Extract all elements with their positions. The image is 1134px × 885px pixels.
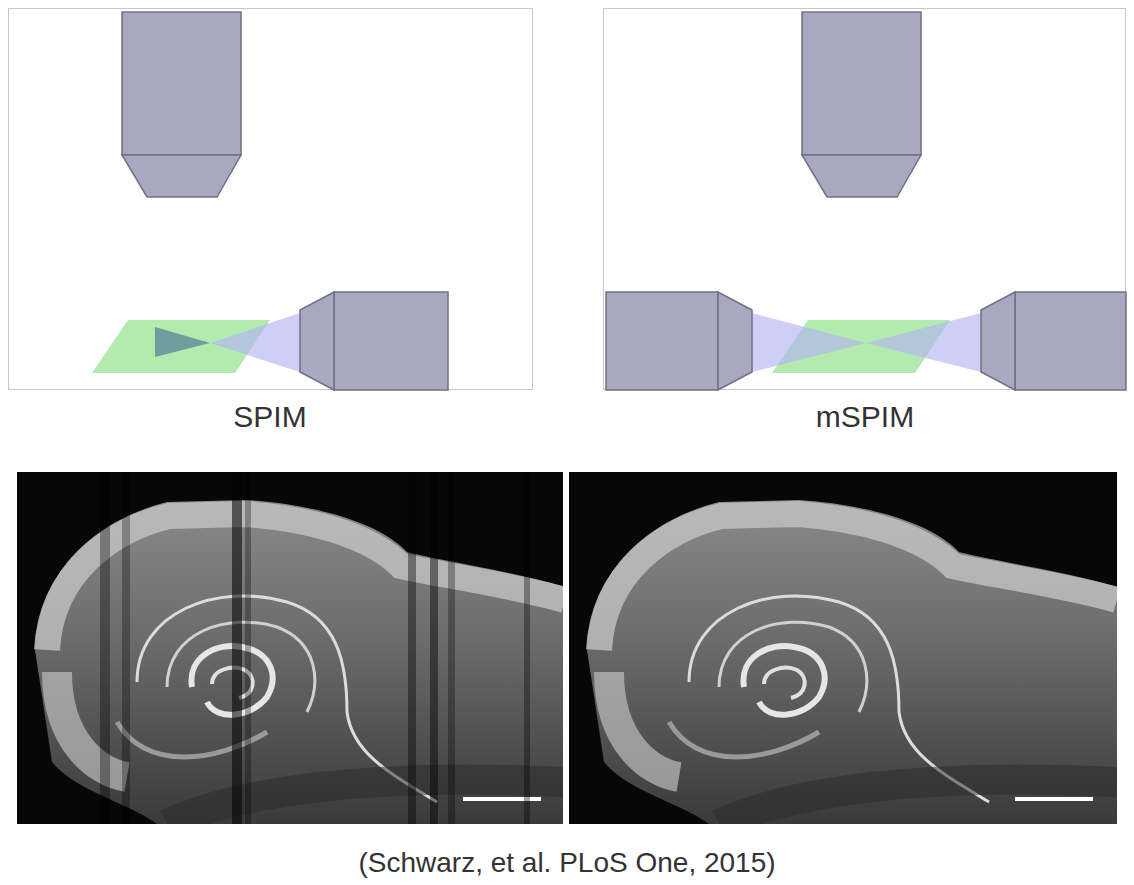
panel-label: SPIM (233, 400, 306, 434)
illumination-objective (981, 292, 1126, 390)
diverging-beam (155, 327, 210, 357)
detection-objective (802, 12, 921, 197)
micrograph-spim (17, 472, 563, 824)
illumination-cone (210, 313, 300, 372)
figure-caption: (Schwarz, et al. PLoS One, 2015) (358, 847, 775, 879)
detection-objective (122, 12, 241, 197)
illumination-objective (606, 292, 752, 390)
illumination-cone (752, 313, 866, 372)
micrograph-mspim (569, 472, 1117, 824)
panel-label: mSPIM (816, 400, 914, 434)
panel-frame (9, 9, 533, 390)
image-divider (563, 472, 569, 824)
panel-frame (604, 9, 1126, 390)
illumination-cone (866, 313, 981, 372)
illumination-objective (300, 292, 448, 390)
